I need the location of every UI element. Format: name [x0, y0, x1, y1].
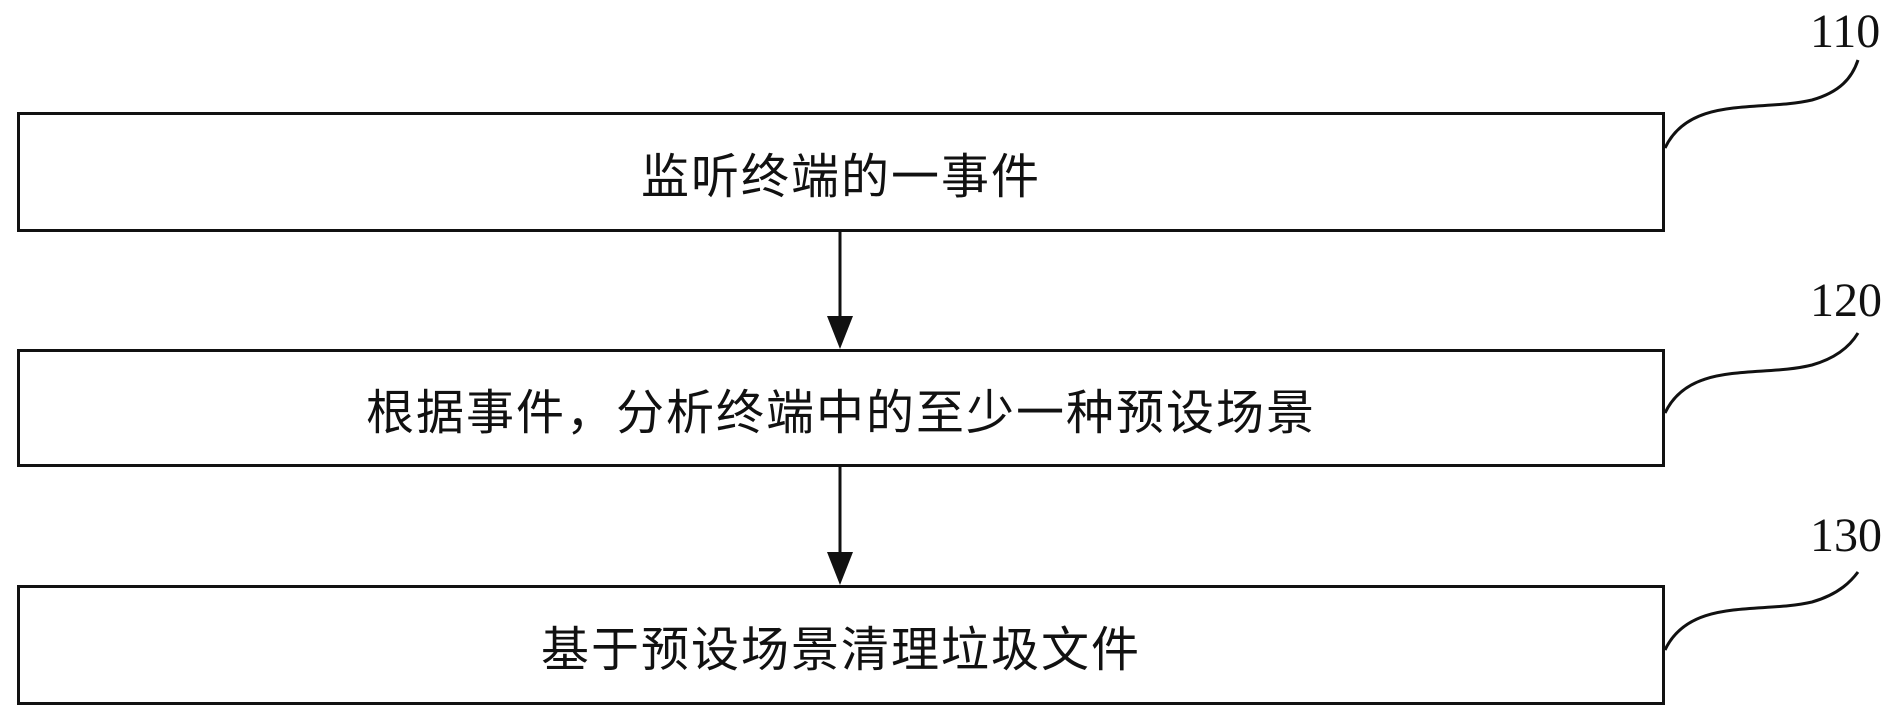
- flow-arrow-1: [827, 232, 853, 349]
- ref-label-130: 130: [1810, 509, 1882, 562]
- flow-arrow-2-head: [827, 552, 853, 585]
- ref-label-110: 110: [1810, 5, 1881, 58]
- leader-line-130: [1663, 571, 1860, 651]
- step-box-110: 监听终端的一事件: [17, 112, 1665, 232]
- flow-arrow-1-head: [827, 316, 853, 349]
- ref-label-120: 120: [1810, 274, 1882, 327]
- leader-line-120: [1663, 332, 1860, 414]
- flow-arrow-2: [827, 467, 853, 585]
- step-text-110: 监听终端的一事件: [640, 149, 1041, 205]
- step-box-130: 基于预设场景清理垃圾文件: [17, 585, 1665, 705]
- step-text-130: 基于预设场景清理垃圾文件: [540, 622, 1141, 678]
- leader-line-110: [1663, 59, 1860, 149]
- step-text-120: 根据事件，分析终端中的至少一种预设场景: [365, 385, 1316, 441]
- step-box-120: 根据事件，分析终端中的至少一种预设场景: [17, 349, 1665, 467]
